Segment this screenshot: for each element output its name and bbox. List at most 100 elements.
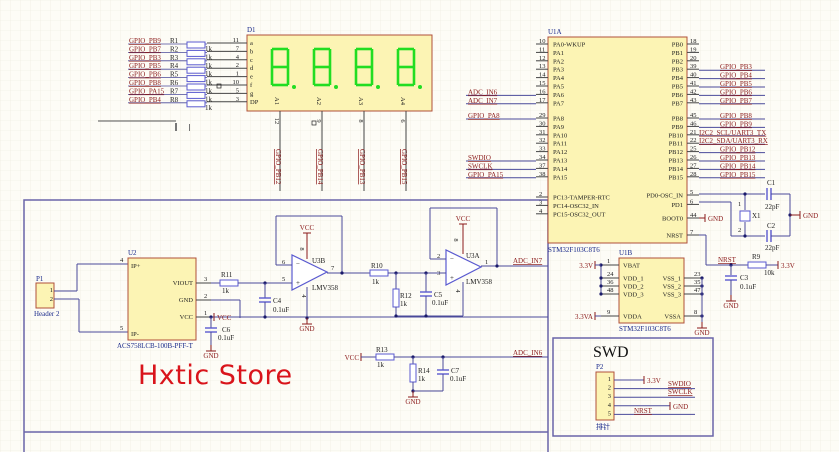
u1b-pin-number: 48: [607, 287, 614, 294]
mcu-pin-number: 16: [539, 88, 546, 95]
mcu-pin-name: PB3: [672, 67, 683, 74]
mcu-pin-name: PB5: [672, 84, 683, 91]
sensor-pin-number: 4: [120, 257, 124, 264]
mcu-net-label: GPIO_PB12: [720, 146, 756, 154]
mcu-pin-number: 39: [690, 63, 697, 70]
display-ref: D1: [247, 26, 256, 34]
u1b-pin-number: 1: [607, 258, 610, 265]
segment-pin-number: 10: [233, 79, 240, 86]
c2-ref: C2: [767, 222, 776, 230]
mcu-pin-number: 21: [690, 129, 697, 136]
mcu-body: [547, 36, 688, 244]
c7-value: 0.1uF: [450, 375, 466, 383]
noninverting-sign: +: [450, 274, 454, 282]
mcu-pin-name: PA6: [553, 92, 565, 99]
mcu-u1b-power: U1BSTM32F103C8T61VBAT24VDD_136VDD_248VDD…: [575, 249, 710, 337]
mcu-pin-number: 3: [539, 199, 542, 206]
power-port: VCC: [213, 313, 232, 322]
r14-value: 1k: [418, 375, 426, 383]
header-pin: 1: [50, 287, 53, 294]
u1b-pin-number: 9: [607, 309, 610, 316]
opamp-u3b-symbol: [291, 254, 329, 291]
r14-ref: R14: [418, 367, 430, 375]
resistor-r10: [369, 269, 389, 277]
c6-value: 0.1uF: [218, 334, 234, 342]
mcu-pin-name: PA8: [553, 116, 564, 123]
opamp-pin: 4: [300, 294, 307, 298]
mcu-pin-number: 27: [690, 162, 697, 169]
mcu-net-label: GPIO_PB5: [720, 80, 752, 88]
resistor-ref: R7: [170, 87, 179, 95]
gnd-symbol: GND: [299, 318, 315, 333]
swd-pin-number: 3: [608, 393, 611, 400]
segment-net-label: GPIO_PB5: [129, 62, 161, 70]
c1-value: 22pF: [765, 203, 780, 211]
opamp-pin: 2: [437, 253, 440, 260]
no-connect-marker: [311, 120, 317, 126]
segment-pin-name: f: [250, 82, 253, 89]
resistor-ref: R6: [170, 79, 179, 87]
u1b-pin-name: VSS_2: [663, 284, 681, 291]
u3a-ref: U3A: [466, 252, 480, 260]
resistor-value: 1k: [205, 104, 213, 112]
mcu-pin-name: PB15: [669, 174, 683, 181]
segment-pin-number: 5: [236, 87, 239, 94]
u1b-pin-name: VSSA: [664, 314, 681, 321]
r13-ref: R13: [376, 346, 388, 354]
mcu-pin-number: 41: [690, 80, 697, 87]
swclk-label: SWCLK: [668, 388, 693, 396]
power-label: VCC: [217, 314, 232, 322]
u1b-pin-number: 23: [694, 271, 701, 278]
sensor-pin-name: IP+: [131, 263, 141, 270]
gnd-symbol: GND: [723, 295, 739, 310]
u1b-pin-number: 24: [607, 271, 614, 278]
gnd-label: GND: [694, 329, 709, 337]
segment-pin-name: g: [250, 90, 254, 97]
u1b-pin-number: 47: [694, 287, 701, 294]
mcu-pin-number: 2: [539, 191, 542, 198]
mcu-pin-number: 45: [690, 112, 697, 119]
segment-pin-name: DP: [250, 99, 259, 106]
resistor-ref: R2: [170, 45, 179, 53]
segment-pin-number: 1: [236, 71, 239, 78]
mcu-pin-number: 38: [539, 171, 546, 178]
mcu-pin-name: PA13: [553, 158, 567, 165]
swd-header-name: 排针: [596, 422, 610, 431]
mcu-pin-name: PA9: [553, 124, 564, 131]
header-p1-ref: P1: [36, 275, 44, 283]
c5-ref: C5: [434, 291, 443, 299]
mcu-net-label: ADC_IN6: [468, 88, 498, 96]
sensor-pin-number: 5: [120, 325, 123, 332]
c3-value: 0.1uF: [740, 283, 756, 291]
power-port: 3.3V: [643, 376, 661, 385]
segment-pin-number: 2: [236, 62, 239, 69]
gnd-symbol: GND: [405, 391, 421, 406]
digit-pin-number: 12: [273, 118, 280, 125]
mcu-pin-number: 33: [539, 146, 546, 153]
mcu-net-label: GPIO_PB3: [720, 63, 752, 71]
gnd-label: GND: [299, 325, 314, 333]
c3-ref: C3: [740, 274, 749, 282]
digit-pin-name: A3: [357, 97, 364, 105]
resistor-ref: R4: [170, 62, 179, 70]
mcu-pin-name: PB4: [672, 75, 684, 82]
gnd-symbol: GND: [694, 322, 710, 337]
mcu-net-label: SWDIO: [468, 154, 491, 162]
mcu-pin-name: PA12: [553, 149, 567, 156]
junction-dot: [495, 264, 499, 268]
decimal-point: [334, 85, 338, 89]
r10-ref: R10: [371, 262, 383, 270]
mcu-pin-number: 6: [690, 198, 694, 205]
resistor-r14: [409, 363, 417, 383]
mcu-pin-number: 5: [690, 189, 693, 196]
segment-resistor: [186, 49, 206, 57]
header-p1-body: [35, 282, 55, 309]
crystal-ref: X1: [752, 212, 761, 220]
u1b-pin-name: VSS_1: [663, 276, 681, 283]
vcc-port: VCC: [300, 224, 315, 234]
r11-value: 1k: [222, 287, 230, 295]
mcu-net-label: GPIO_PB4: [720, 72, 752, 80]
power-label: GND: [673, 403, 688, 411]
stray-mark: [189, 124, 190, 131]
